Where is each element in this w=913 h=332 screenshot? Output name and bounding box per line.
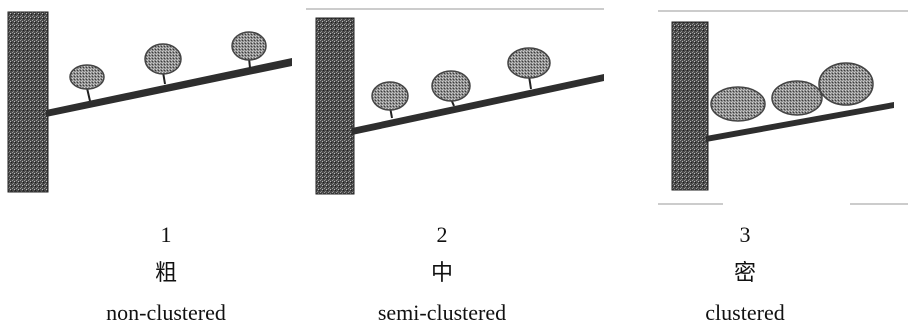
trunk xyxy=(7,11,49,193)
branch-sketch-clustered xyxy=(658,10,908,205)
fruit xyxy=(231,31,267,61)
fruit xyxy=(507,47,551,79)
fruit xyxy=(69,64,105,90)
panel-semi-clustered: 2 中 semi-clustered xyxy=(304,0,608,332)
panel-non-clustered: 1 粗 non-clustered xyxy=(0,0,304,332)
panel-label-en: semi-clustered xyxy=(377,300,507,325)
fruit-cluster xyxy=(371,47,551,119)
panel-clustered: 3 密 clustered xyxy=(608,0,912,332)
fruit-cluster xyxy=(69,31,267,102)
fruit xyxy=(144,43,182,75)
fruit xyxy=(371,81,409,111)
branch xyxy=(352,74,604,135)
fruit xyxy=(710,86,766,122)
panel-label-cn: 粗 xyxy=(154,260,177,285)
panel-number: 1 xyxy=(160,222,172,247)
trunk xyxy=(315,17,355,195)
branch xyxy=(46,58,292,117)
branch xyxy=(706,102,894,142)
fruit xyxy=(818,62,874,106)
fruit-cluster xyxy=(710,62,874,122)
panel-label-cn: 中 xyxy=(430,260,453,285)
fruit xyxy=(431,70,471,102)
panel-label-cn: 密 xyxy=(733,260,756,285)
panel-label-en: clustered xyxy=(705,300,785,325)
branch-sketch-semi-clustered xyxy=(306,8,604,195)
panel-number: 2 xyxy=(436,222,448,247)
panel-number: 3 xyxy=(739,222,751,247)
trunk xyxy=(671,21,709,191)
branch-sketch-non-clustered xyxy=(7,11,292,193)
panel-label-en: non-clustered xyxy=(106,300,226,325)
fruit xyxy=(771,80,823,116)
